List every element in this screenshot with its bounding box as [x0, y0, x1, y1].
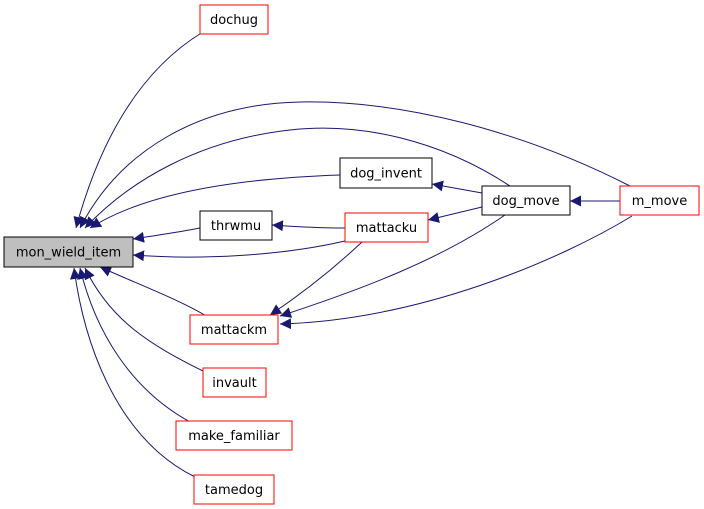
node-invault[interactable]: invault: [202, 367, 267, 398]
edge-mattacku-to-mattackm: [269, 241, 363, 316]
edge-tamedog-to-mon-wield-item: [70, 267, 196, 478]
node-mattackm[interactable]: mattackm: [189, 314, 279, 345]
node-mattackm-box: [189, 314, 279, 345]
node-tamedog-box: [193, 474, 275, 505]
edge-invault-to-mon-wield-item: [84, 267, 206, 373]
edge-dog-invent-to-mon-wield-item: [89, 174, 341, 229]
edge-dog-move-to-dog-invent: [431, 180, 483, 194]
node-mattacku[interactable]: mattacku: [344, 212, 429, 243]
edge-dog-move-to-mattackm: [279, 214, 506, 318]
node-make-familiar-box: [175, 420, 293, 451]
node-mattacku-box: [344, 212, 429, 243]
edge-thrwmu-to-mon-wield-item: [132, 227, 201, 243]
node-dochug-label: dochug: [210, 13, 258, 28]
edge-mattackm-to-mon-wield-item: [99, 266, 209, 318]
node-dog-invent-label: dog_invent: [350, 167, 422, 182]
edge-dog-move-to-mon-wield-item: [84, 127, 511, 229]
node-mon-wield-item-label: mon_wield_item: [16, 246, 121, 261]
node-thrwmu-label: thrwmu: [211, 219, 261, 234]
edge-dog-move-to-mattacku: [427, 206, 483, 223]
node-mon-wield-item[interactable]: mon_wield_item: [3, 236, 134, 268]
node-m-move-label: m_move: [632, 194, 687, 209]
node-thrwmu[interactable]: thrwmu: [199, 210, 273, 241]
node-tamedog[interactable]: tamedog: [193, 474, 275, 505]
edge-mattacku-to-mon-wield-item: [132, 240, 346, 262]
node-invault-box: [202, 367, 267, 398]
node-dog-move-label: dog_move: [492, 194, 559, 209]
node-dochug-box: [199, 4, 269, 35]
edges: [70, 31, 633, 478]
node-mattacku-label: mattacku: [356, 221, 417, 236]
node-thrwmu-box: [199, 210, 273, 241]
node-make-familiar-label: make_familiar: [188, 429, 280, 444]
node-dog-move[interactable]: dog_move: [481, 185, 571, 216]
edge-m-move-to-mon-wield-item: [79, 101, 631, 229]
node-dochug[interactable]: dochug: [199, 4, 269, 35]
node-dog-move-box: [481, 185, 571, 216]
node-mon-wield-item-box: [3, 236, 134, 268]
edge-dochug-to-mon-wield-item: [73, 31, 204, 229]
edge-make-familiar-to-mon-wield-item: [77, 267, 193, 424]
node-tamedog-label: tamedog: [205, 483, 263, 498]
edge-mattacku-to-thrwmu: [271, 220, 346, 232]
node-dog-invent[interactable]: dog_invent: [339, 157, 433, 189]
node-mattackm-label: mattackm: [201, 323, 267, 338]
edge-m-move-to-mattackm: [279, 215, 633, 330]
node-dog-invent-box: [339, 157, 433, 189]
node-make-familiar[interactable]: make_familiar: [175, 420, 293, 451]
node-invault-label: invault: [212, 376, 256, 391]
node-m-move[interactable]: m_move: [619, 185, 700, 216]
node-m-move-box: [619, 185, 700, 216]
